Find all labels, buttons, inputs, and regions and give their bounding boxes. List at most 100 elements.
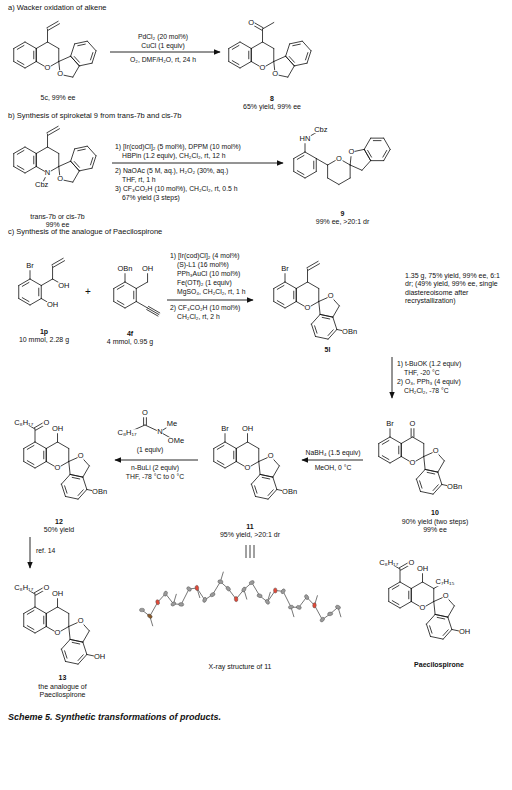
condition-text: CH₂Cl₂, -78 °C — [404, 387, 449, 394]
compound-note: 99% ee, >20:1 dr — [316, 218, 370, 227]
atom-label: O — [409, 420, 416, 428]
compound-note: 95% yield, >20:1 dr — [220, 531, 280, 540]
xray-structure — [139, 572, 341, 627]
atom-label: O — [54, 464, 61, 472]
condition-text: 3) CF₃CO₂H (10 mol%), CH₂Cl₂, rt, 0.5 h — [115, 185, 237, 192]
condition-text: THF, -20 °C — [404, 369, 440, 376]
atom-label: C₈H₁₇ — [379, 559, 399, 567]
xray-atom — [155, 599, 160, 605]
reaction-arrow — [302, 460, 363, 461]
xray-atom — [139, 608, 144, 612]
xray-atom — [313, 603, 317, 608]
atom-label: O — [142, 409, 149, 417]
atom-label: Br — [281, 265, 290, 273]
condition-text: CuCl (1 equiv) — [141, 42, 184, 49]
compound-label: 12 — [55, 518, 63, 527]
compound-label: 10 — [431, 509, 439, 518]
reaction-arrow — [392, 357, 393, 398]
compound-label: Paecilospirone — [414, 661, 464, 670]
atom-label: Br — [26, 262, 35, 270]
compound-label: 11 — [246, 523, 253, 532]
compound-label: trans-7b or cis-7b — [30, 213, 84, 222]
xray-atom — [170, 601, 176, 607]
condition-text: MeOH, 0 °C — [315, 464, 352, 471]
reaction-arrow — [115, 460, 198, 461]
condition-text: CH₂Cl₂, rt, 2 h — [177, 313, 220, 320]
condition-text: PPh₃AuCl (10 mol%) — [177, 270, 240, 277]
xray-atom — [178, 602, 183, 606]
section-heading: a) Wacker oxidation of alkene — [8, 4, 107, 12]
compound-block: X-ray structure of 11 — [130, 562, 350, 672]
atom-label: O — [442, 592, 449, 600]
xray-atom — [218, 579, 224, 583]
reaction-arrow — [167, 300, 253, 301]
xray-atom — [257, 593, 263, 598]
atom-label: O — [244, 464, 251, 472]
atom-label: OMe — [167, 437, 184, 445]
condition-text: HBPin (1.2 equiv), CH₂Cl₂, rt, 12 h — [122, 152, 226, 159]
xray-link-symbol — [246, 545, 254, 558]
compound-note: 4 mmol, 0.95 g — [107, 338, 153, 347]
atom-label: O — [57, 176, 64, 184]
atom-label: OH — [458, 628, 470, 636]
condition-text: 2) CF₃CO₂H (10 mol%) — [170, 304, 240, 311]
atom-label: OH — [93, 653, 105, 661]
atom-label: O — [57, 71, 64, 79]
compound-note: 99% ee — [423, 526, 447, 535]
section-heading: c) Synthesis of the analogue of Paecilos… — [8, 228, 162, 236]
atom-label: C₈H₁₇ — [117, 429, 137, 437]
condition-text: MgSO₄, CH₂Cl₂, rt, 1 h — [177, 288, 245, 295]
atom-label: O — [267, 452, 274, 460]
atom-label: OBn — [447, 483, 463, 491]
atom-label: Cbz — [34, 181, 48, 189]
atom-label: C₈H₁₇ — [14, 419, 34, 427]
compound-label: 8 — [270, 95, 274, 104]
xray-atom — [296, 605, 302, 610]
atom-label: + — [85, 287, 91, 297]
compound-label: 9 — [341, 210, 345, 219]
xray-atom — [335, 604, 341, 609]
condition-text: 1) [Ir(cod)Cl]₂ (4 mol%) — [170, 252, 239, 259]
compound-label: 1p — [40, 328, 48, 337]
atom-label: N — [157, 428, 163, 436]
atom-label: OH — [141, 265, 153, 273]
atom-label: O — [259, 64, 266, 72]
atom-label: O — [44, 64, 51, 72]
atom-label: OH — [416, 565, 428, 573]
compound-label: 5l — [325, 346, 331, 355]
atom-label: OH — [58, 282, 70, 290]
atom-label: O — [77, 452, 84, 460]
xray-atom — [327, 612, 333, 617]
atom-label: OBn — [342, 328, 358, 336]
xray-atom — [249, 580, 255, 585]
condition-text: n-BuLi (2 equiv) — [131, 464, 179, 471]
compound-block: 1p10 mmol, 2.28 g — [5, 245, 83, 345]
condition-text: (1 equiv) — [137, 446, 163, 453]
atom-label: O — [77, 617, 84, 625]
atom-label: O — [419, 604, 426, 612]
xray-atom — [195, 585, 200, 591]
xray-atom — [234, 596, 238, 602]
xray-atom — [304, 594, 310, 600]
atom-label: O — [409, 459, 416, 467]
reaction-arrow — [112, 163, 283, 164]
compound-block: 5l — [255, 250, 400, 355]
atom-label: O — [272, 71, 279, 79]
atom-label: O — [248, 19, 255, 27]
condition-text: ref. 14 — [36, 547, 55, 554]
xray-atom — [202, 597, 208, 603]
condition-text: Fe(OTf)₂ (1 equiv) — [177, 279, 232, 286]
atom-label: OH — [46, 301, 58, 309]
section-heading: b) Synthesis of spiroketal 9 from trans-… — [8, 112, 181, 120]
condition-text: 1) t-BuOK (1.2 equiv) — [397, 360, 461, 367]
xray-atom — [241, 586, 247, 592]
atom-label: OBn — [92, 488, 108, 496]
compound-note: 65% yield, 99% ee — [243, 103, 301, 112]
atom-label: O — [304, 304, 311, 312]
compound-label: 13 — [59, 674, 67, 683]
atom-label: OBn — [117, 265, 133, 273]
atom-label: O — [43, 584, 50, 592]
atom-label: O — [327, 292, 334, 300]
xray-atom — [264, 599, 270, 605]
